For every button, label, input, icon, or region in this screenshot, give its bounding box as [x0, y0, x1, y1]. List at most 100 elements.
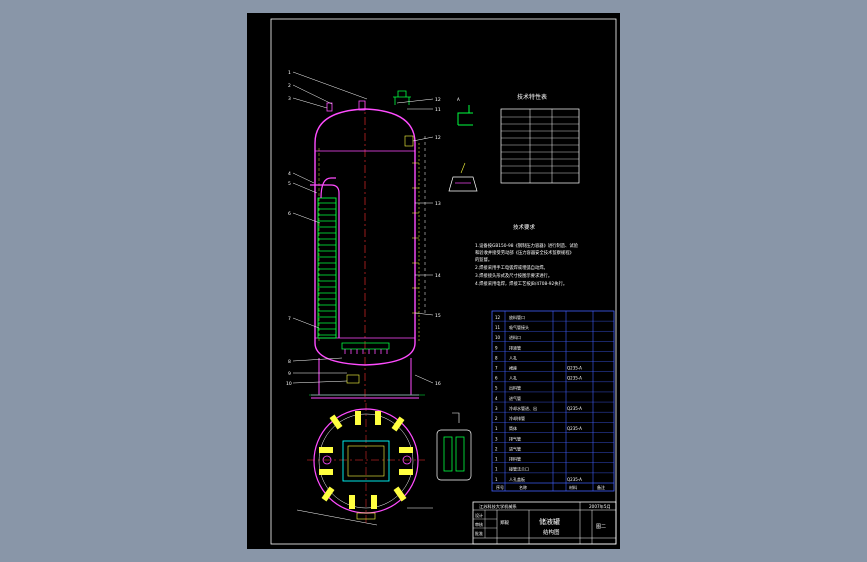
- vessel-shell: [314, 108, 416, 366]
- title-block: 江苏科技大学机械系 2007年5月 设计 审核 批准 郑毅 储液罐 结构图 图二: [472, 501, 617, 545]
- parts-header-name: 名称: [519, 484, 527, 490]
- parts-row-name: 筒体: [509, 425, 517, 431]
- callout-9: 9: [288, 371, 291, 377]
- bottom-distributor: [341, 342, 390, 350]
- skirt-opening: [346, 374, 360, 384]
- vessel-plan-view: [307, 403, 425, 523]
- parts-row-name: 裙座: [509, 365, 517, 371]
- nozzle-detail: A: [457, 97, 473, 126]
- callout-7: 7: [288, 316, 291, 322]
- leader-lines: [292, 71, 434, 526]
- parts-row-no: 1: [495, 467, 498, 472]
- callout-8: 8: [288, 359, 291, 365]
- parts-row-name: 进气管: [509, 395, 521, 401]
- callout-r1: 12: [435, 97, 441, 103]
- drawing-title: 储液罐: [539, 517, 560, 526]
- parts-header-note: 备注: [597, 484, 605, 490]
- parts-row-no: 1: [495, 477, 498, 482]
- coil-detail: [436, 412, 472, 481]
- parts-row-no: 12: [495, 315, 501, 320]
- callout-4: 4: [288, 171, 291, 177]
- parts-row-name: 人孔: [509, 375, 517, 381]
- parts-row-name: 排液管: [509, 344, 521, 350]
- left-callouts: 1 2 3 4 5 6 7 8 9 10: [286, 70, 292, 387]
- tech-req-title: 技术要求: [513, 223, 536, 231]
- parts-row-no: 11: [495, 325, 501, 330]
- tech-req-line-5: 3.焊接接头形式及尺寸按图示要求进行。: [475, 272, 552, 279]
- parts-row-name: 人孔: [509, 354, 517, 360]
- parts-row-name: 吸气管接头: [509, 324, 529, 330]
- right-callouts: 12 11 12 13 14 15 16: [435, 97, 441, 387]
- parts-row-name: 接管法兰口: [509, 466, 529, 472]
- callout-10: 10: [286, 381, 292, 387]
- designer-name: 郑毅: [500, 519, 509, 526]
- parts-row-no: 3: [495, 406, 498, 411]
- tech-req-line-4: 2.焊接采用手工电弧焊或埋弧自动焊。: [475, 264, 548, 271]
- parts-row-no: 2: [495, 416, 498, 421]
- parts-row-no: 3: [495, 436, 498, 441]
- top-nozzle-1: [326, 102, 333, 112]
- callout-2: 2: [288, 83, 291, 89]
- design-label: 设计: [475, 512, 483, 518]
- callout-1: 1: [288, 70, 291, 76]
- side-nozzle-upper: [404, 135, 414, 147]
- parts-row-name: 进气管: [509, 445, 521, 451]
- parts-row-name: 人孔盖板: [509, 476, 525, 482]
- drawing-border: [270, 18, 617, 545]
- school-name: 江苏科技大学机械系: [479, 503, 517, 510]
- drawing-sheet: 1 2 3 4 5 6 7 8 9 10 12 11 12 13 14 15 1…: [247, 13, 620, 549]
- parts-row-material: Q235-A: [567, 366, 582, 371]
- parts-row-no: 5: [495, 386, 498, 391]
- support-detail: [448, 162, 478, 192]
- cooling-coil: [310, 177, 340, 339]
- parts-row-no: 10: [495, 335, 501, 340]
- parts-row-no: 4: [495, 396, 498, 401]
- parts-row-name: 进料口: [509, 334, 521, 340]
- parts-row-name: 放料管口: [509, 314, 525, 320]
- parts-header-material: 材料: [569, 484, 577, 490]
- parts-row-material: Q235-A: [567, 477, 582, 482]
- callout-r4: 13: [435, 201, 441, 207]
- parts-row-material: Q235-A: [567, 426, 582, 431]
- relief-valve: [393, 90, 411, 105]
- tech-params-table: 技术特性表: [500, 93, 580, 184]
- distributor-holes: [344, 349, 388, 354]
- top-nozzle-2: [358, 100, 366, 111]
- parts-row-no: 9: [495, 345, 498, 350]
- parts-row-no: 2: [495, 446, 498, 451]
- cad-drawing: 1 2 3 4 5 6 7 8 9 10 12 11 12 13 14 15 1…: [270, 18, 617, 545]
- drawing-subtitle: 结构图: [543, 528, 560, 536]
- tech-req-line-6: 4.焊接采用电焊，焊接工艺按JB/4708-92执行。: [475, 280, 567, 287]
- parts-row-material: Q235-A: [567, 376, 582, 381]
- callout-r7: 16: [435, 381, 441, 387]
- approve-label: 批准: [475, 530, 483, 536]
- tech-req-line-3: 的监督。: [475, 256, 492, 263]
- svg-text:A: A: [457, 97, 460, 102]
- callout-5: 5: [288, 181, 291, 187]
- vessel-elevation: [309, 90, 426, 405]
- parts-row-name: 排气管: [509, 435, 521, 441]
- parts-header-no: 序号: [496, 484, 504, 490]
- parts-row-no: 8: [495, 355, 498, 360]
- parts-row-no: 7: [495, 366, 498, 371]
- drawing-date: 2007年5月: [589, 503, 611, 510]
- callout-6: 6: [288, 211, 291, 217]
- parts-row-material: Q235-A: [567, 406, 582, 411]
- tech-req-line-2: 和验收并接受劳动部《压力容器安全技术监察规程》: [475, 249, 574, 256]
- check-label: 审核: [475, 521, 483, 527]
- callout-r3: 12: [435, 135, 441, 141]
- callout-r6: 15: [435, 313, 441, 319]
- parts-row-no: 1: [495, 457, 498, 462]
- parts-row-no: 1: [495, 426, 498, 431]
- tech-params-title: 技术特性表: [517, 93, 547, 101]
- right-dimension-marks: [412, 143, 420, 343]
- callout-r2: 11: [435, 107, 441, 113]
- sheet-number: 图二: [596, 524, 606, 530]
- tech-req-line-1: 1.设备按GB150-98《钢制压力容器》进行制造、试验: [475, 242, 579, 249]
- callout-r5: 14: [435, 273, 441, 279]
- skirt-support: [311, 358, 419, 399]
- parts-row-name: 排料管: [509, 456, 521, 462]
- callout-3: 3: [288, 96, 291, 102]
- parts-row-no: 6: [495, 376, 498, 381]
